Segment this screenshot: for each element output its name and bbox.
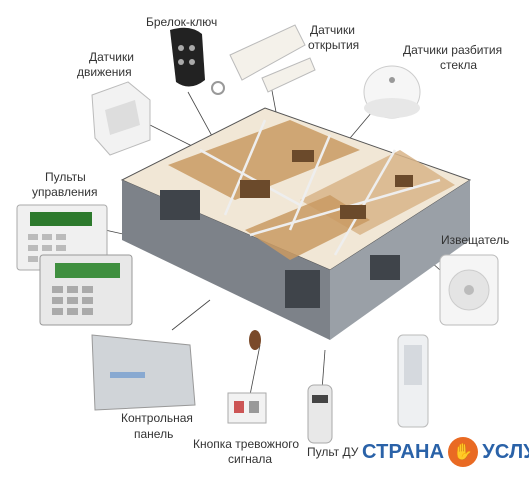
control-unit-label-line1: Контрольная [121,411,193,425]
glass-break-sensor-device [363,65,421,119]
house-model [120,107,472,350]
handshake-icon: ✋ [448,437,479,467]
motion-sensor-device [91,81,151,156]
panic-button-device [227,392,267,424]
siren-label: Извещатель [441,233,510,247]
brand-watermark: СТРАНА ✋ УСЛУГ [362,437,529,467]
control-unit-label-line2: панель [134,427,174,441]
remote-device [307,384,333,444]
motion-sensors-label-line2: движения [77,65,132,79]
door-sensors-label-line1: Датчики [310,23,355,37]
keyfob-device [170,27,225,95]
brand-right-text: УСЛУГ [482,440,529,463]
siren-device [439,254,499,326]
brand-left-text: СТРАНА [362,440,445,463]
glass-sensors-label-line2: стекла [440,58,478,72]
keyfob-label: Брелок-ключ [146,15,218,29]
remote-label: Пульт ДУ [307,445,359,459]
curtain-detector-device [397,334,429,428]
panic-button-label-line2: сигнала [228,452,273,466]
keypad-device-2 [39,254,133,326]
door-sensors-label-line2: открытия [308,38,360,52]
panic-button-label-line1: Кнопка тревожного [193,437,300,451]
motion-sensors-label-line1: Датчики [89,50,134,64]
door-sensor-device [229,24,316,93]
control-panels-label-line1: Пульты [45,170,86,184]
control-panels-label-line2: управления [32,185,98,199]
glass-sensors-label-line1: Датчики разбития [403,43,503,57]
control-unit-device [91,334,196,411]
